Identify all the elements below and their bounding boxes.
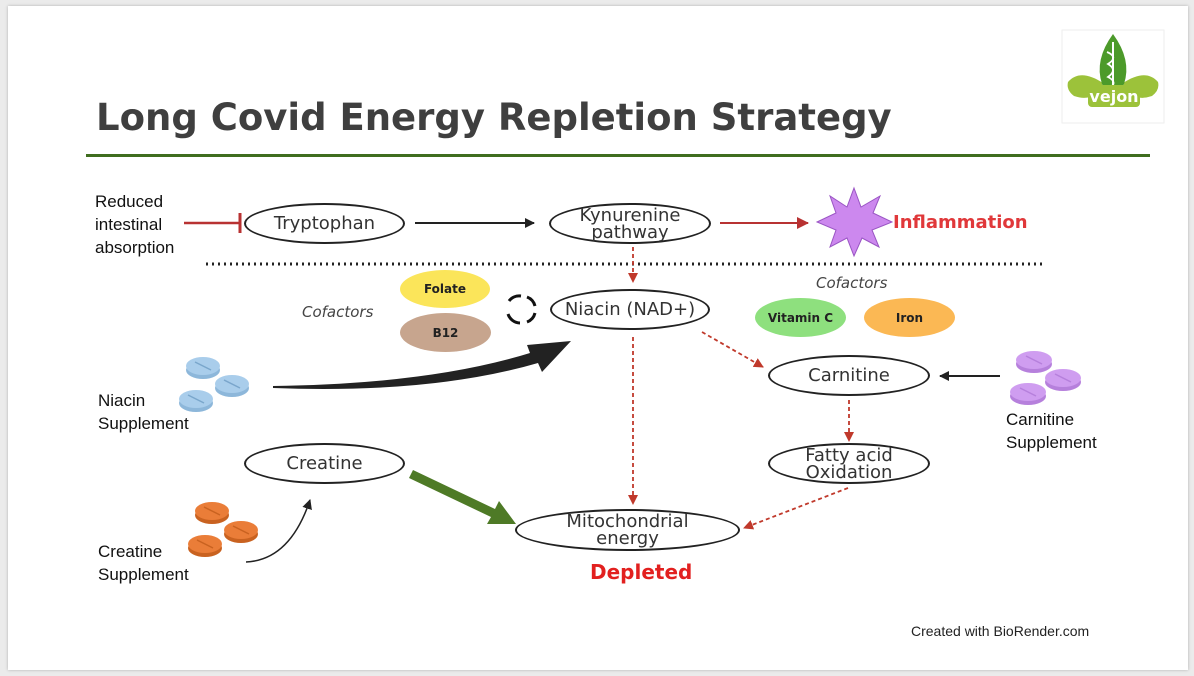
inflammation-label: Inflammation [893, 212, 1028, 233]
cofactor-iron: Iron [864, 298, 955, 337]
recycle-icon [506, 294, 537, 325]
node-fatty-acid-oxidation: Fatty acid Oxidation [768, 443, 930, 484]
arrow-creatine-mito [409, 470, 516, 524]
node-carnitine: Carnitine [768, 355, 930, 396]
cofactor-vitamin-c: Vitamin C [755, 298, 846, 337]
node-mitochondrial-energy: Mitochondrial energy [515, 509, 740, 551]
depleted-label: Depleted [590, 560, 693, 584]
cofactors-right-label: Cofactors [816, 274, 888, 292]
carnitine-supplement-label: Carnitine Supplement [1006, 410, 1097, 452]
node-niacin-nad: Niacin (NAD+) [550, 289, 710, 330]
cofactor-b12: B12 [400, 313, 491, 352]
cofactor-folate: Folate [400, 270, 490, 308]
inflammation-burst-icon [815, 186, 894, 258]
title-divider [86, 154, 1150, 157]
niacin-supplement-label: Niacin Supplement [98, 391, 189, 433]
reduced-absorption-label: Reduced intestinal absorption [95, 192, 175, 257]
arrow-niacin-supplement [273, 341, 571, 389]
cofactors-left-label: Cofactors [302, 303, 374, 321]
niacin-supplement-pills-icon [179, 357, 249, 412]
slide [8, 6, 1188, 670]
node-kynurenine-pathway: Kynurenine pathway [549, 203, 711, 244]
creatine-supplement-pills-icon [188, 502, 258, 557]
logo-text: vejon [1089, 86, 1139, 106]
arrow-creatine-supplement [245, 499, 312, 563]
arrow-fatty-acid-mito [743, 487, 849, 530]
node-creatine: Creatine [244, 443, 405, 484]
creatine-supplement-label: Creatine Supplement [98, 542, 189, 584]
page-title: Long Covid Energy Repletion Strategy [96, 96, 892, 139]
carnitine-supplement-pills-icon [1010, 351, 1081, 405]
node-tryptophan: Tryptophan [244, 203, 405, 244]
vejon-logo [1061, 29, 1165, 124]
biorender-credit: Created with BioRender.com [911, 623, 1090, 639]
arrow-niacin-carnitine [701, 331, 764, 368]
